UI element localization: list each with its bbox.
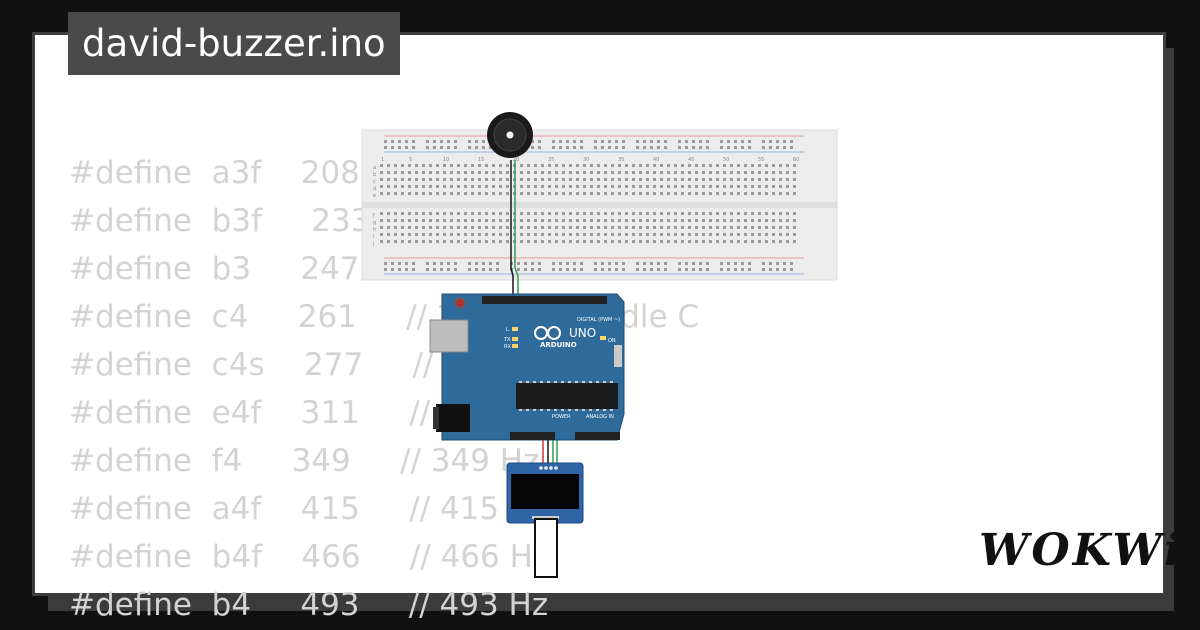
board-name: UNO [569,326,596,340]
analog-label: ANALOG IN [586,414,614,420]
row-letter-h: h [373,227,376,233]
code-line: #define a3f 208 [69,155,360,191]
oled-display[interactable] [506,462,584,578]
wokwi-logo: WOKWi [979,525,1184,576]
buzzer[interactable] [487,112,533,158]
col-num-55: 55 [758,157,764,163]
col-num-60: 60 [793,157,799,163]
usb-port [429,319,469,353]
power-label: POWER [552,414,571,420]
col-num-25: 25 [548,157,554,163]
wire-buzzer-green[interactable] [514,160,519,300]
analog-header [575,432,620,440]
on-label: ON [608,338,616,344]
power-header [510,432,555,440]
row-letter-c: c [373,179,376,185]
wires[interactable] [510,160,558,465]
col-num-35: 35 [618,157,624,163]
row-letter-f: f [373,213,375,219]
col-num-40: 40 [653,157,659,163]
atmega-chip [516,383,618,409]
code-line: #define b4 493 // 493 Hz [69,587,549,623]
col-num-50: 50 [723,157,729,163]
row-letter-i: i [373,234,374,240]
col-num-10: 10 [443,157,449,163]
col-num-1: 1 [381,157,384,163]
rx-label: RX [504,344,511,350]
row-letter-j: j [372,241,374,247]
tx-label: TX [503,337,511,343]
arduino-uno[interactable]: UNO ARDUINO DIGITAL (PWM ~) POWER ANALOG… [429,293,625,441]
project-title: david-buzzer.ino [68,12,400,75]
row-letter-d: d [373,186,376,192]
breadboard[interactable]: 1 5 10 15 20 25 30 35 40 45 50 55 60 a b… [361,129,838,281]
oled-ribbon [534,518,558,578]
circuit-diagram: 1 5 10 15 20 25 30 35 40 45 50 55 60 a b… [361,112,838,578]
col-num-20: 20 [513,157,519,163]
code-line: #define a4f 415 // 415 Hz [69,491,549,527]
simulation-canvas[interactable]: #define a3f 208 #define b3f 233 #define b3… [32,32,1181,623]
infinity-logo [534,326,561,340]
board-brand: ARDUINO [540,341,577,349]
col-num-5: 5 [409,157,412,163]
row-letter-g: g [373,220,376,226]
l-label: L [506,327,509,333]
col-num-30: 30 [583,157,589,163]
digital-label: DIGITAL (PWM ~) [577,317,620,323]
power-jack [436,404,470,432]
code-line: #define b3f 233 [69,203,371,239]
row-letter-b: b [373,172,376,178]
wire-buzzer-black[interactable] [510,160,514,300]
code-line: #define b3 247 [69,251,360,287]
row-letter-e: e [373,193,376,199]
code-line: #define f4 349 // 349 Hz [69,443,540,479]
row-letter-a: a [373,165,376,171]
col-num-45: 45 [688,157,694,163]
digital-header [482,296,607,304]
col-num-15: 15 [478,157,484,163]
